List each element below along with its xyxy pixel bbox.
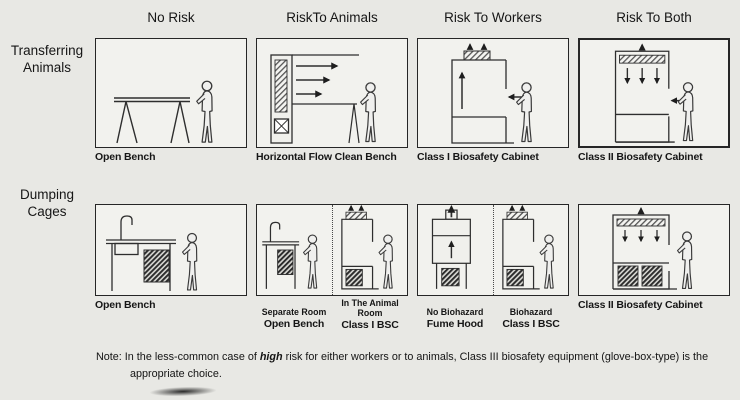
footnote-text-prefix: Note: In the less-common case of [96,351,260,363]
person-figure [539,234,554,289]
cell-dumping-risk-to-workers [417,204,569,296]
cell-dumping-risk-to-both [578,204,730,296]
person-figure [359,82,377,143]
animal-room-class1-bsc-illustration [341,205,393,290]
footnote: Note: In the less-common case of high ri… [96,350,708,381]
dump-open-bench-illustration [106,215,198,291]
animal-cage [506,268,524,287]
fume-hood-illustration [431,205,471,289]
subcell-separate-room [257,205,332,295]
caption-animal-room: In The Animal Room Class I BSC [332,296,408,342]
open-bench-illustration [114,80,213,144]
sub-label-biohazard: Biohazard [509,306,553,317]
row-label-transferring-animals: Transferring Animals [10,43,84,75]
animal-cage [617,265,639,287]
sub-label-no-biohazard: No Biohazard [426,306,484,317]
footnote-text-suffix: risk for either workers or to animals, C… [282,351,709,363]
caption-open-bench: Open Bench [95,151,156,163]
sub-label-in-the-animal-room: In The Animal Room [341,298,399,319]
row-label-dumping-cages: Dumping Cages [19,187,75,219]
subcell-no-biohazard [418,205,493,295]
class2-bsc-dumping-illustration [612,207,693,290]
animal-cage [441,267,460,287]
animal-cage [641,265,663,287]
caption-class1-biosafety-cabinet: Class I Biosafety Cabinet [417,151,539,163]
animal-cage [143,249,170,283]
biohazard-class1-bsc-illustration [502,205,554,290]
cell-transferring-no-risk [95,38,247,148]
caption-no-biohazard: No Biohazard Fume Hood [417,296,493,342]
caption-separate-room: Separate Room Open Bench [256,296,332,342]
column-header-risk-to-animals: RiskTo Animals [286,10,378,25]
animal-cage [277,249,294,276]
sub-label-separate-room: Separate Room [261,306,327,317]
cell-transferring-risk-to-workers [417,38,569,148]
caption-fume-hood: Fume Hood [426,318,484,330]
matrix-grid: No Risk RiskTo Animals Risk To Workers R… [8,4,730,342]
person-figure [196,80,213,143]
cell-dumping-no-risk [95,204,247,296]
cell-transferring-risk-to-both [578,38,730,148]
horizontal-flow-clean-bench-illustration [270,54,377,144]
person-figure [677,82,694,142]
person-figure [515,82,533,143]
caption-dump-open-bench: Open Bench [95,299,156,311]
column-header-no-risk: No Risk [147,10,195,25]
class2-bsc-illustration [614,43,694,143]
footnote-emphasis-high: high [259,351,283,363]
caption-animal-room-class1-bsc: Class I BSC [341,319,399,332]
column-header-risk-to-workers: Risk To Workers [444,10,542,25]
caption-group-risk-to-animals: Separate Room Open Bench In The Animal R… [256,296,408,342]
footnote-line-1: Note: In the less-common case of high ri… [96,350,708,365]
person-figure [378,234,393,289]
animal-cage [345,268,363,287]
class1-bsc-illustration [451,43,533,144]
caption-class2-biosafety-cabinet: Class II Biosafety Cabinet [578,151,703,163]
separate-room-open-bench-illustration [262,221,318,289]
caption-group-risk-to-workers: No Biohazard Fume Hood Biohazard Class I… [417,296,569,342]
subcell-biohazard [493,205,568,295]
person-figure [302,234,318,289]
caption-biohazard: Biohazard Class I BSC [493,296,569,342]
caption-horizontal-flow-clean-bench: Horizontal Flow Clean Bench [256,151,397,163]
scan-artifact [149,385,217,398]
caption-dump-class2-biosafety-cabinet: Class II Biosafety Cabinet [578,299,703,311]
column-header-risk-to-both: Risk To Both [616,10,692,25]
person-figure [676,231,693,290]
person-figure [181,232,198,291]
cell-transferring-risk-to-animals [256,38,408,148]
subcell-animal-room [332,205,407,295]
cell-dumping-risk-to-animals [256,204,408,296]
caption-separate-room-open-bench: Open Bench [263,318,325,330]
footnote-line-2: appropriate choice. [130,367,222,380]
caption-biohazard-class1-bsc: Class I BSC [502,318,560,330]
